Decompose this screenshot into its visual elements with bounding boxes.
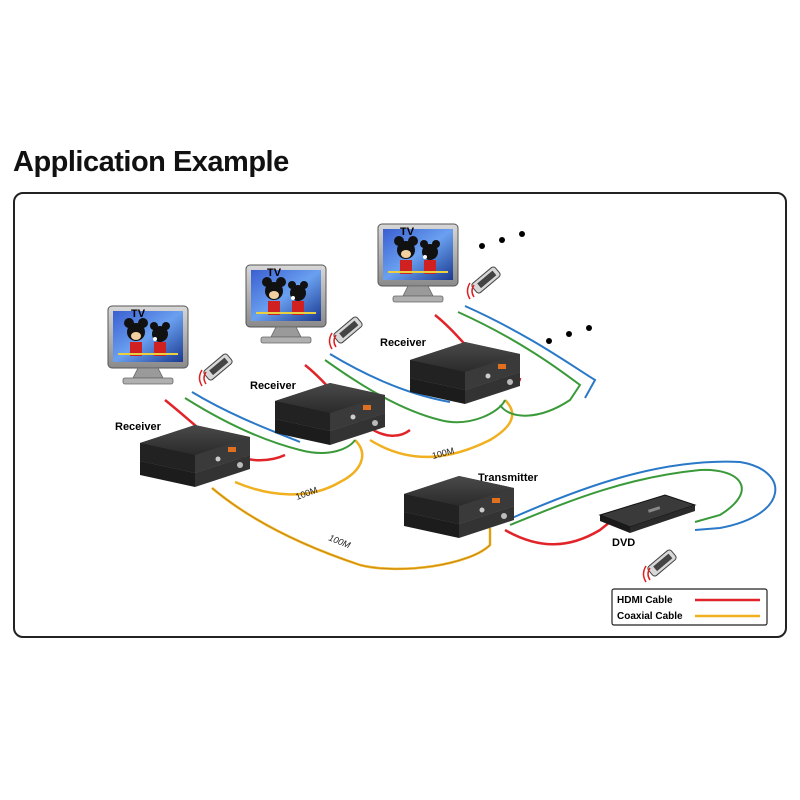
more-dots-icon — [479, 231, 592, 344]
receiver-3-label: Receiver — [380, 337, 427, 349]
coax-cable-outline — [211, 487, 491, 570]
dvd-label: DVD — [612, 537, 635, 549]
receiver-1-label: Receiver — [115, 421, 162, 433]
tv-1-label: TV — [131, 308, 146, 320]
legend: HDMI Cable Coaxial Cable — [611, 588, 768, 626]
transmitter-label: Transmitter — [478, 472, 539, 484]
legend-coax-label: Coaxial Cable — [617, 611, 683, 622]
diagram-frame — [13, 192, 787, 638]
dvd-player — [598, 494, 697, 533]
legend-hdmi-label: HDMI Cable — [617, 595, 673, 606]
receiver-2-label: Receiver — [250, 380, 297, 392]
ir-cables — [184, 305, 777, 531]
tv-3-label: TV — [400, 226, 415, 238]
page-title: Application Example — [13, 146, 289, 178]
tv-2-label: TV — [267, 267, 282, 279]
